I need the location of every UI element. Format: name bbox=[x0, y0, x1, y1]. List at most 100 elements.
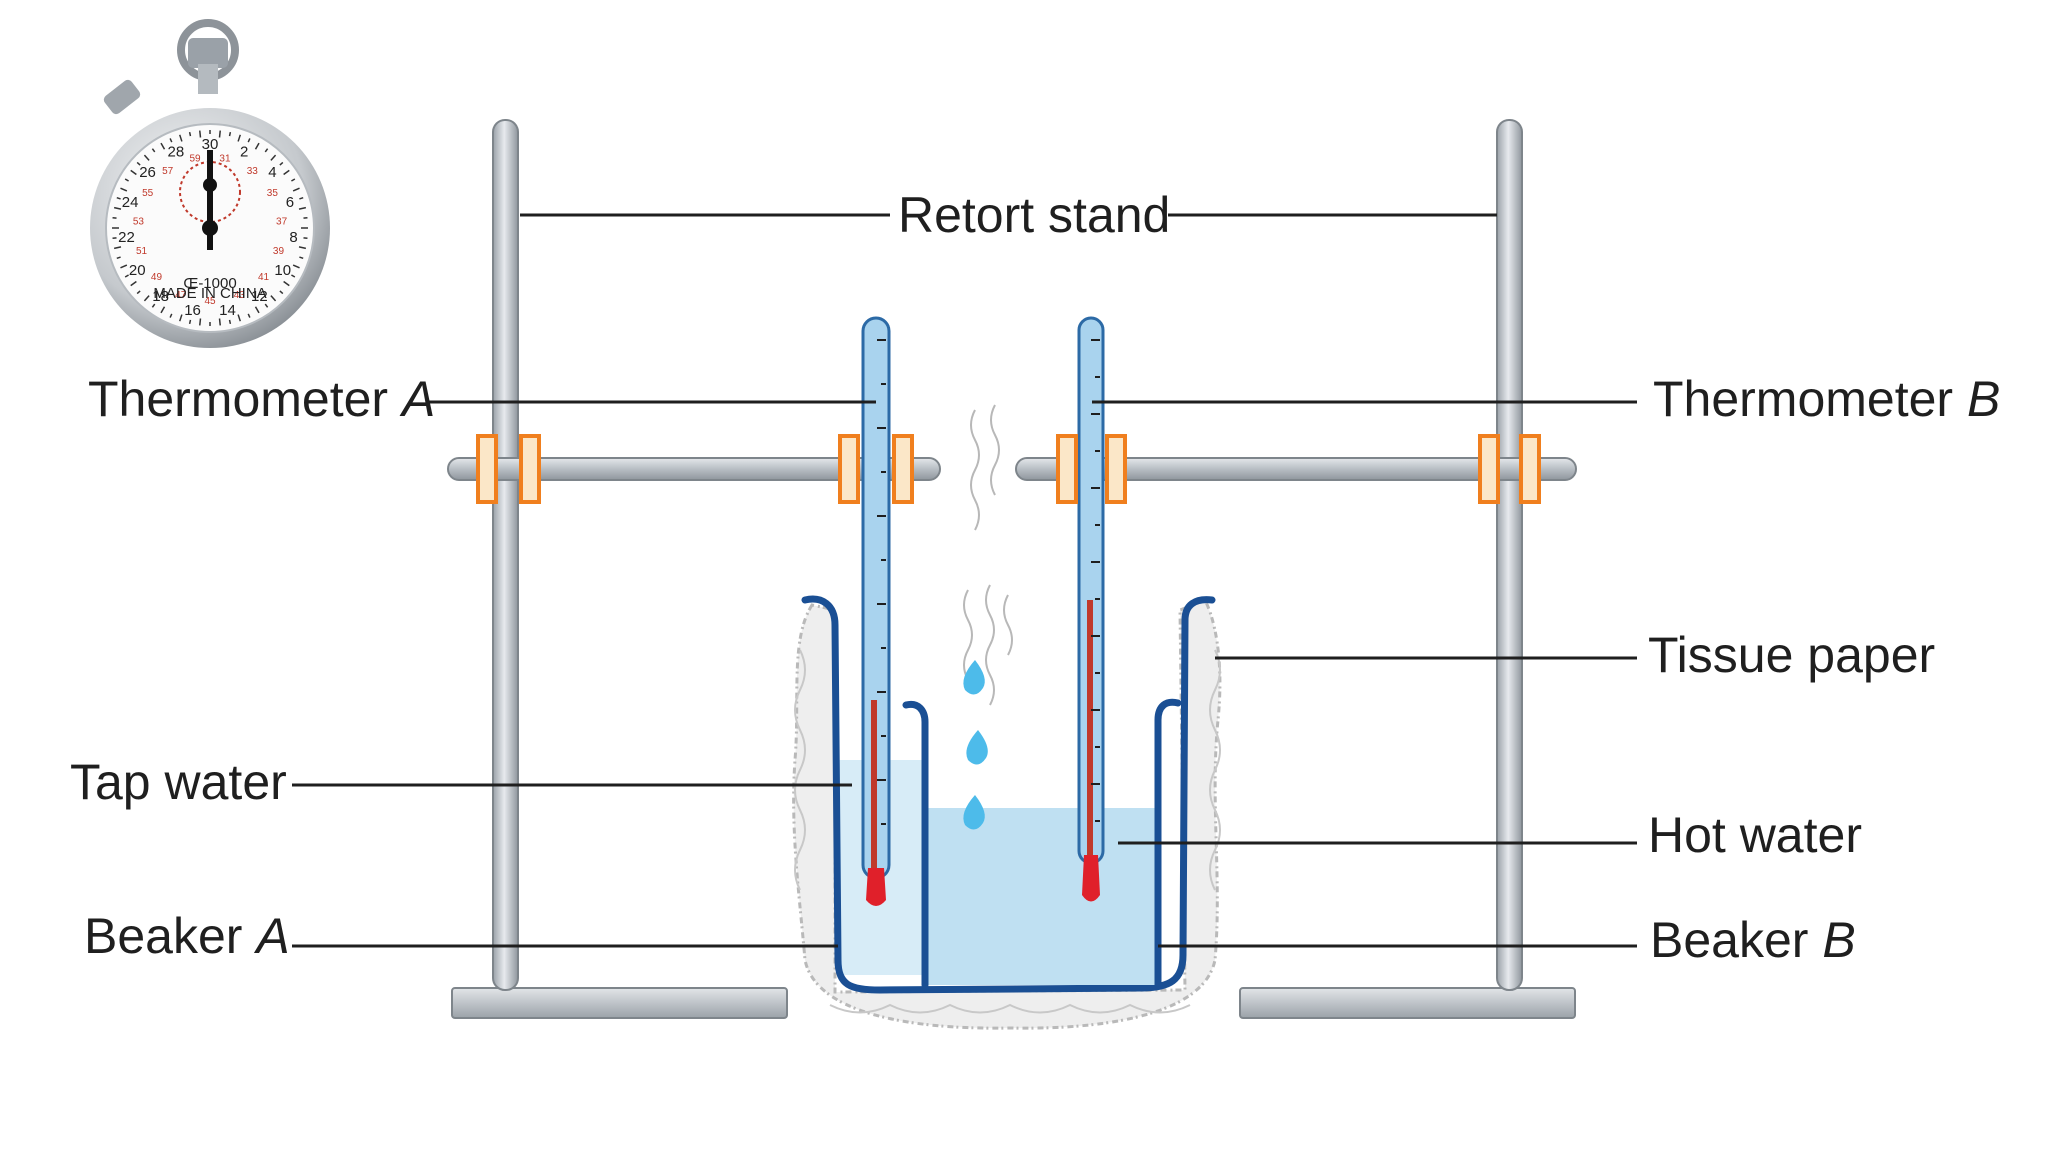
stopwatch-number: 8 bbox=[289, 229, 297, 246]
stopwatch-inner-number: 49 bbox=[151, 272, 163, 283]
stopwatch-tick bbox=[179, 134, 183, 142]
stopwatch-tick bbox=[124, 178, 129, 182]
label-beaker-a: Beaker A bbox=[84, 908, 290, 964]
stopwatch-inner-number: 41 bbox=[258, 272, 270, 283]
stopwatch-tick bbox=[254, 142, 260, 150]
stopwatch-tick bbox=[113, 206, 122, 210]
stopwatch-tick bbox=[298, 246, 307, 250]
stopwatch-tick bbox=[283, 169, 290, 176]
stopwatch-tick bbox=[299, 197, 304, 200]
stopwatch-inner-number: 39 bbox=[273, 246, 285, 257]
stopwatch-tick bbox=[124, 274, 129, 278]
stopwatch-tick bbox=[292, 264, 300, 269]
stand-base-right bbox=[1239, 987, 1576, 1019]
stopwatch-number: 16 bbox=[184, 302, 201, 319]
label-tissue-paper: Tissue paper bbox=[1648, 627, 1935, 683]
stopwatch-tick bbox=[199, 318, 202, 326]
leader-lines bbox=[292, 213, 1637, 948]
stopwatch-tick bbox=[188, 131, 192, 137]
stopwatch-inner-number: 47 bbox=[175, 290, 187, 301]
stopwatch-number: 2 bbox=[240, 143, 248, 160]
stopwatch-number: 20 bbox=[129, 262, 146, 279]
stopwatch-tick bbox=[116, 256, 121, 259]
tissue-paper bbox=[792, 598, 1222, 1030]
stopwatch-tick bbox=[179, 314, 183, 322]
stopwatch-inner-number: 43 bbox=[234, 290, 246, 301]
label-hot-water: Hot water bbox=[1648, 807, 1862, 863]
stopwatch-tick bbox=[136, 290, 141, 295]
stopwatch-inner-number: 45 bbox=[204, 296, 216, 307]
stopwatch-tick bbox=[279, 161, 284, 166]
stopwatch-tick bbox=[218, 130, 221, 138]
stopwatch-tick bbox=[169, 138, 173, 143]
stopwatch-inner-number: 37 bbox=[276, 216, 288, 227]
stopwatch-tick bbox=[270, 295, 277, 302]
clamp-bar-left bbox=[447, 457, 941, 481]
stopwatch-inner-number: 35 bbox=[267, 188, 279, 199]
stopwatch-tick bbox=[270, 154, 277, 161]
stopwatch-side-button bbox=[103, 79, 141, 115]
stopwatch-number: 4 bbox=[268, 164, 276, 181]
stopwatch-tick bbox=[292, 187, 300, 192]
droplet-icon bbox=[963, 795, 985, 830]
label-beaker-b: Beaker B bbox=[1650, 912, 1856, 968]
retort-stand-right bbox=[1239, 119, 1576, 1019]
label-tap-water: Tap water bbox=[70, 754, 287, 810]
label-thermometer-b: Thermometer B bbox=[1653, 371, 2000, 427]
stopwatch-tick bbox=[291, 274, 296, 278]
stopwatch-tick bbox=[160, 142, 166, 150]
stopwatch-tick bbox=[228, 319, 232, 325]
hot-water-region bbox=[925, 808, 1158, 985]
stopwatch-tick bbox=[169, 313, 173, 318]
stopwatch-number: 26 bbox=[139, 164, 156, 181]
stopwatch-tick bbox=[298, 206, 307, 210]
stopwatch-inner-number: 55 bbox=[142, 188, 154, 199]
stopwatch-tick bbox=[264, 148, 269, 153]
stopwatch-brand: Œ-1000 bbox=[183, 275, 236, 292]
stand-rod-right bbox=[1496, 119, 1523, 991]
label-thermometer-a: Thermometer A bbox=[88, 371, 435, 427]
steam bbox=[963, 404, 1013, 706]
stopwatch-tick bbox=[254, 306, 260, 314]
thermometer-a-bulb bbox=[866, 868, 886, 906]
stopwatch-tick bbox=[120, 264, 128, 269]
thermometer-b bbox=[1077, 316, 1105, 902]
clamp-bar-right bbox=[1015, 457, 1577, 481]
stopwatch-number: 18 bbox=[152, 288, 169, 305]
stopwatch-tick bbox=[136, 161, 141, 166]
stopwatch-inner-number: 57 bbox=[162, 166, 174, 177]
stopwatch-number: 10 bbox=[274, 262, 291, 279]
stopwatch-number: 14 bbox=[219, 302, 236, 319]
stopwatch-tick bbox=[283, 280, 290, 287]
stopwatch-tick bbox=[218, 318, 221, 326]
stopwatch-number: 30 bbox=[202, 136, 219, 153]
clamps bbox=[476, 434, 1541, 504]
stopwatch-crown bbox=[188, 38, 228, 68]
stopwatch-tick bbox=[237, 134, 241, 142]
stopwatch-tick bbox=[247, 138, 251, 143]
stopwatch-tick bbox=[228, 131, 232, 137]
stopwatch-inner-number: 33 bbox=[247, 166, 259, 177]
label-retort-stand: Retort stand bbox=[898, 187, 1170, 243]
stopwatch-inner-number: 59 bbox=[189, 154, 201, 165]
droplet-icon bbox=[963, 660, 985, 695]
stopwatch-tick bbox=[264, 303, 269, 308]
stopwatch-tick bbox=[247, 313, 251, 318]
stopwatch-tick bbox=[299, 256, 304, 259]
retort-stand-left bbox=[451, 119, 788, 1019]
stopwatch-number: 22 bbox=[118, 229, 135, 246]
stopwatch-tick bbox=[130, 169, 137, 176]
stopwatch-number: 6 bbox=[286, 194, 294, 211]
stopwatch-tick bbox=[130, 280, 137, 287]
stopwatch-tick bbox=[116, 197, 121, 200]
stopwatch-inner-number: 51 bbox=[136, 246, 148, 257]
thermometer-b-bulb bbox=[1082, 855, 1100, 902]
stopwatch-tick bbox=[188, 319, 192, 325]
stopwatch-tick bbox=[151, 303, 156, 308]
stopwatch-tick bbox=[291, 178, 296, 182]
stopwatch-tick bbox=[199, 130, 202, 138]
stopwatch-tick bbox=[160, 306, 166, 314]
stopwatch-tick bbox=[279, 290, 284, 295]
